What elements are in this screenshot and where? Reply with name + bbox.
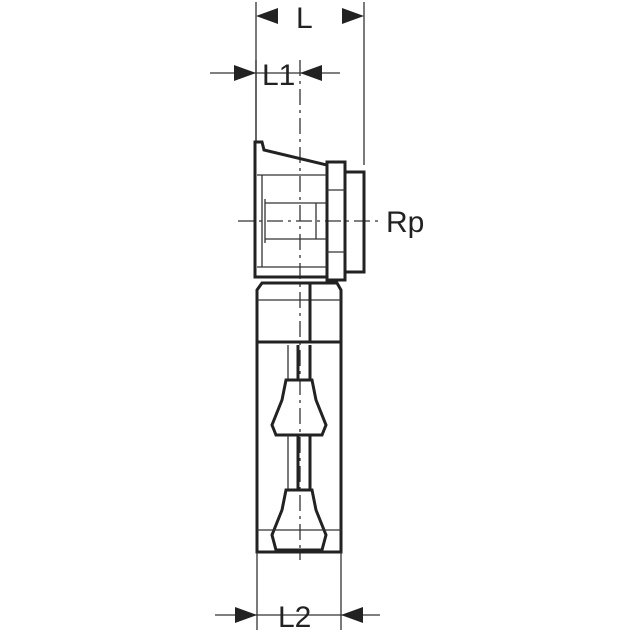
- dimension-L2: L2: [215, 552, 380, 634]
- elbow-head: [253, 140, 366, 282]
- pin-upper: [270, 378, 328, 437]
- pin-lower: [270, 488, 328, 552]
- dimension-L1: L1: [210, 59, 340, 142]
- label-Rp: Rp: [386, 206, 424, 239]
- press-body: [255, 281, 343, 554]
- label-L: L: [296, 2, 313, 35]
- label-L1: L1: [262, 59, 295, 92]
- label-L2: L2: [278, 601, 311, 634]
